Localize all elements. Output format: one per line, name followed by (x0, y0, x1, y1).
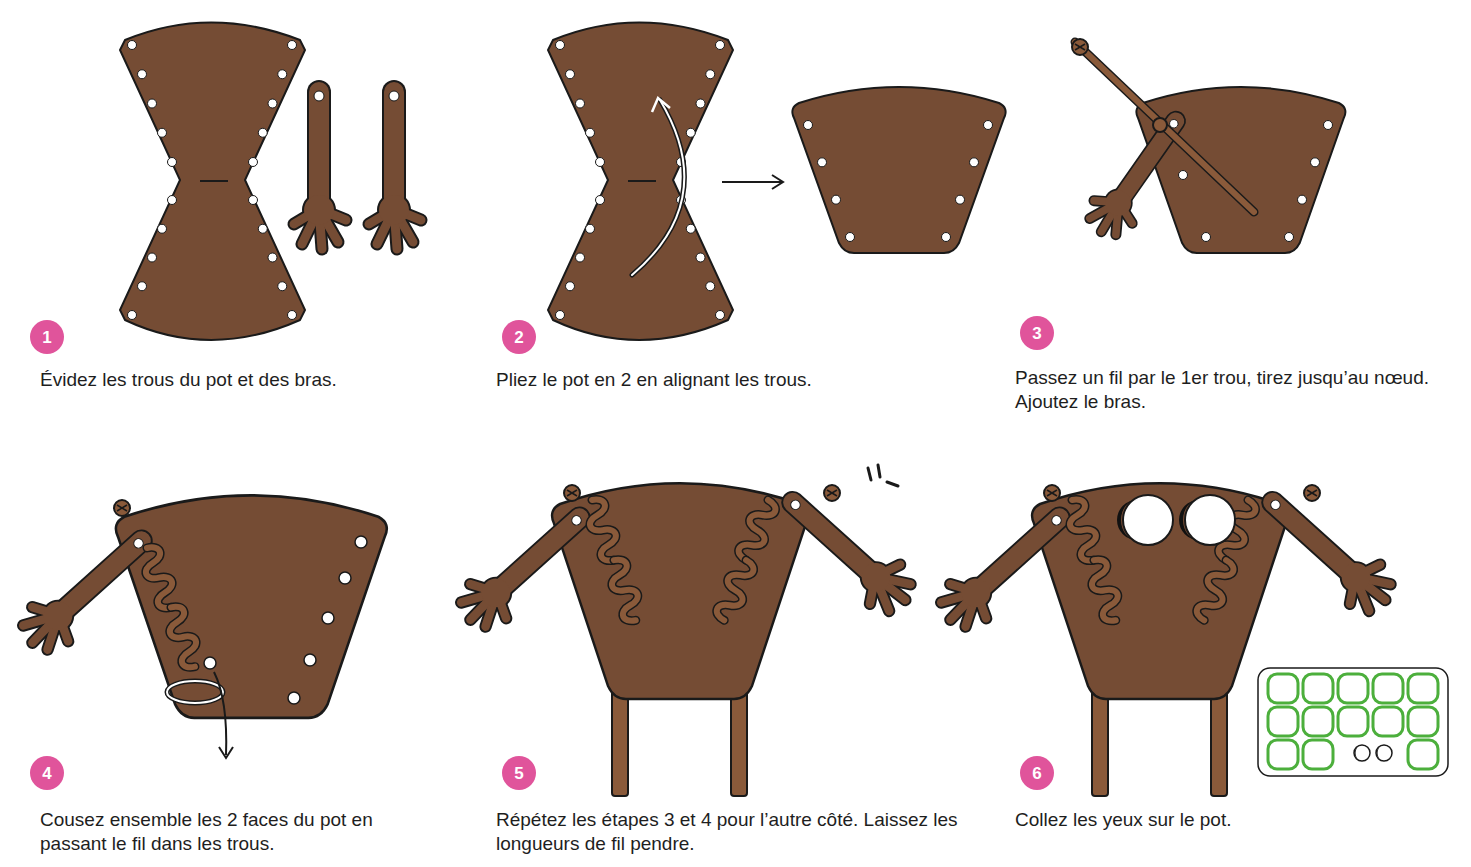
hole (1202, 233, 1211, 242)
hole (1324, 121, 1333, 130)
sticker (1408, 674, 1438, 703)
step-caption: Collez les yeux sur le pot. (1015, 808, 1455, 832)
step-caption: Évidez les trous du pot et des bras. (40, 368, 500, 392)
hole (566, 282, 575, 291)
hole (596, 196, 605, 205)
hole (128, 311, 137, 320)
hole (686, 128, 695, 137)
hole (984, 121, 993, 130)
step-number: 4 (30, 756, 64, 790)
step-number-text: 1 (42, 329, 51, 346)
hole (249, 196, 258, 205)
hole (596, 158, 605, 167)
hole (148, 253, 157, 262)
sticker (1303, 740, 1333, 769)
sticker (1268, 707, 1298, 736)
hole (158, 128, 167, 137)
step-caption: Répétez les étapes 3 et 4 pour l’autre c… (496, 808, 964, 856)
hole (288, 41, 297, 50)
hole (249, 158, 258, 167)
sticker (1408, 707, 1438, 736)
sticker (1268, 674, 1298, 703)
hole (818, 158, 827, 167)
step-number-text: 4 (42, 765, 51, 782)
hole (832, 195, 841, 204)
sticker (1303, 707, 1333, 736)
hole (804, 121, 813, 130)
hole (956, 195, 965, 204)
hole (168, 158, 177, 167)
hole (970, 158, 979, 167)
hole (556, 311, 565, 320)
hole (586, 224, 595, 233)
sticker (1338, 707, 1368, 736)
hole (1285, 233, 1294, 242)
hole (696, 253, 705, 262)
hole (716, 311, 725, 320)
hole (706, 70, 715, 79)
hole (258, 128, 267, 137)
hole (278, 282, 287, 291)
hole (268, 253, 277, 262)
step-caption: Cousez ensemble les 2 faces du pot en pa… (40, 808, 390, 856)
hole (706, 282, 715, 291)
step-caption: Pliez le pot en 2 en alignant les trous. (496, 368, 956, 392)
hole (278, 70, 287, 79)
hole (576, 99, 585, 108)
step-number-text: 2 (514, 329, 523, 346)
hole (942, 233, 951, 242)
hole (268, 99, 277, 108)
sticker (1373, 707, 1403, 736)
step-number: 2 (502, 320, 536, 354)
hole (258, 224, 267, 233)
hole (716, 41, 725, 50)
sticker (1303, 674, 1333, 703)
hole (138, 282, 147, 291)
hole (1311, 158, 1320, 167)
sticker (1373, 674, 1403, 703)
sticker (1338, 674, 1368, 703)
hole (556, 41, 565, 50)
step-number-text: 5 (514, 765, 523, 782)
hole (128, 41, 137, 50)
step-number: 5 (502, 756, 536, 790)
hole (148, 99, 157, 108)
hole (846, 233, 855, 242)
sticker (1268, 740, 1298, 769)
sticker (1408, 740, 1438, 769)
hole (566, 70, 575, 79)
hole (138, 70, 147, 79)
hole (586, 128, 595, 137)
step-number-text: 6 (1032, 765, 1041, 782)
hole (158, 224, 167, 233)
step-number: 3 (1020, 316, 1054, 350)
hole (686, 224, 695, 233)
hole (576, 253, 585, 262)
step-number: 1 (30, 320, 64, 354)
hole (1298, 195, 1307, 204)
step-caption: Passez un fil par le 1er trou, tirez jus… (1015, 366, 1467, 414)
step-number-text: 3 (1032, 325, 1041, 342)
hole (1179, 171, 1188, 180)
step-number: 6 (1020, 756, 1054, 790)
hole (696, 99, 705, 108)
hole (288, 311, 297, 320)
hole (168, 196, 177, 205)
